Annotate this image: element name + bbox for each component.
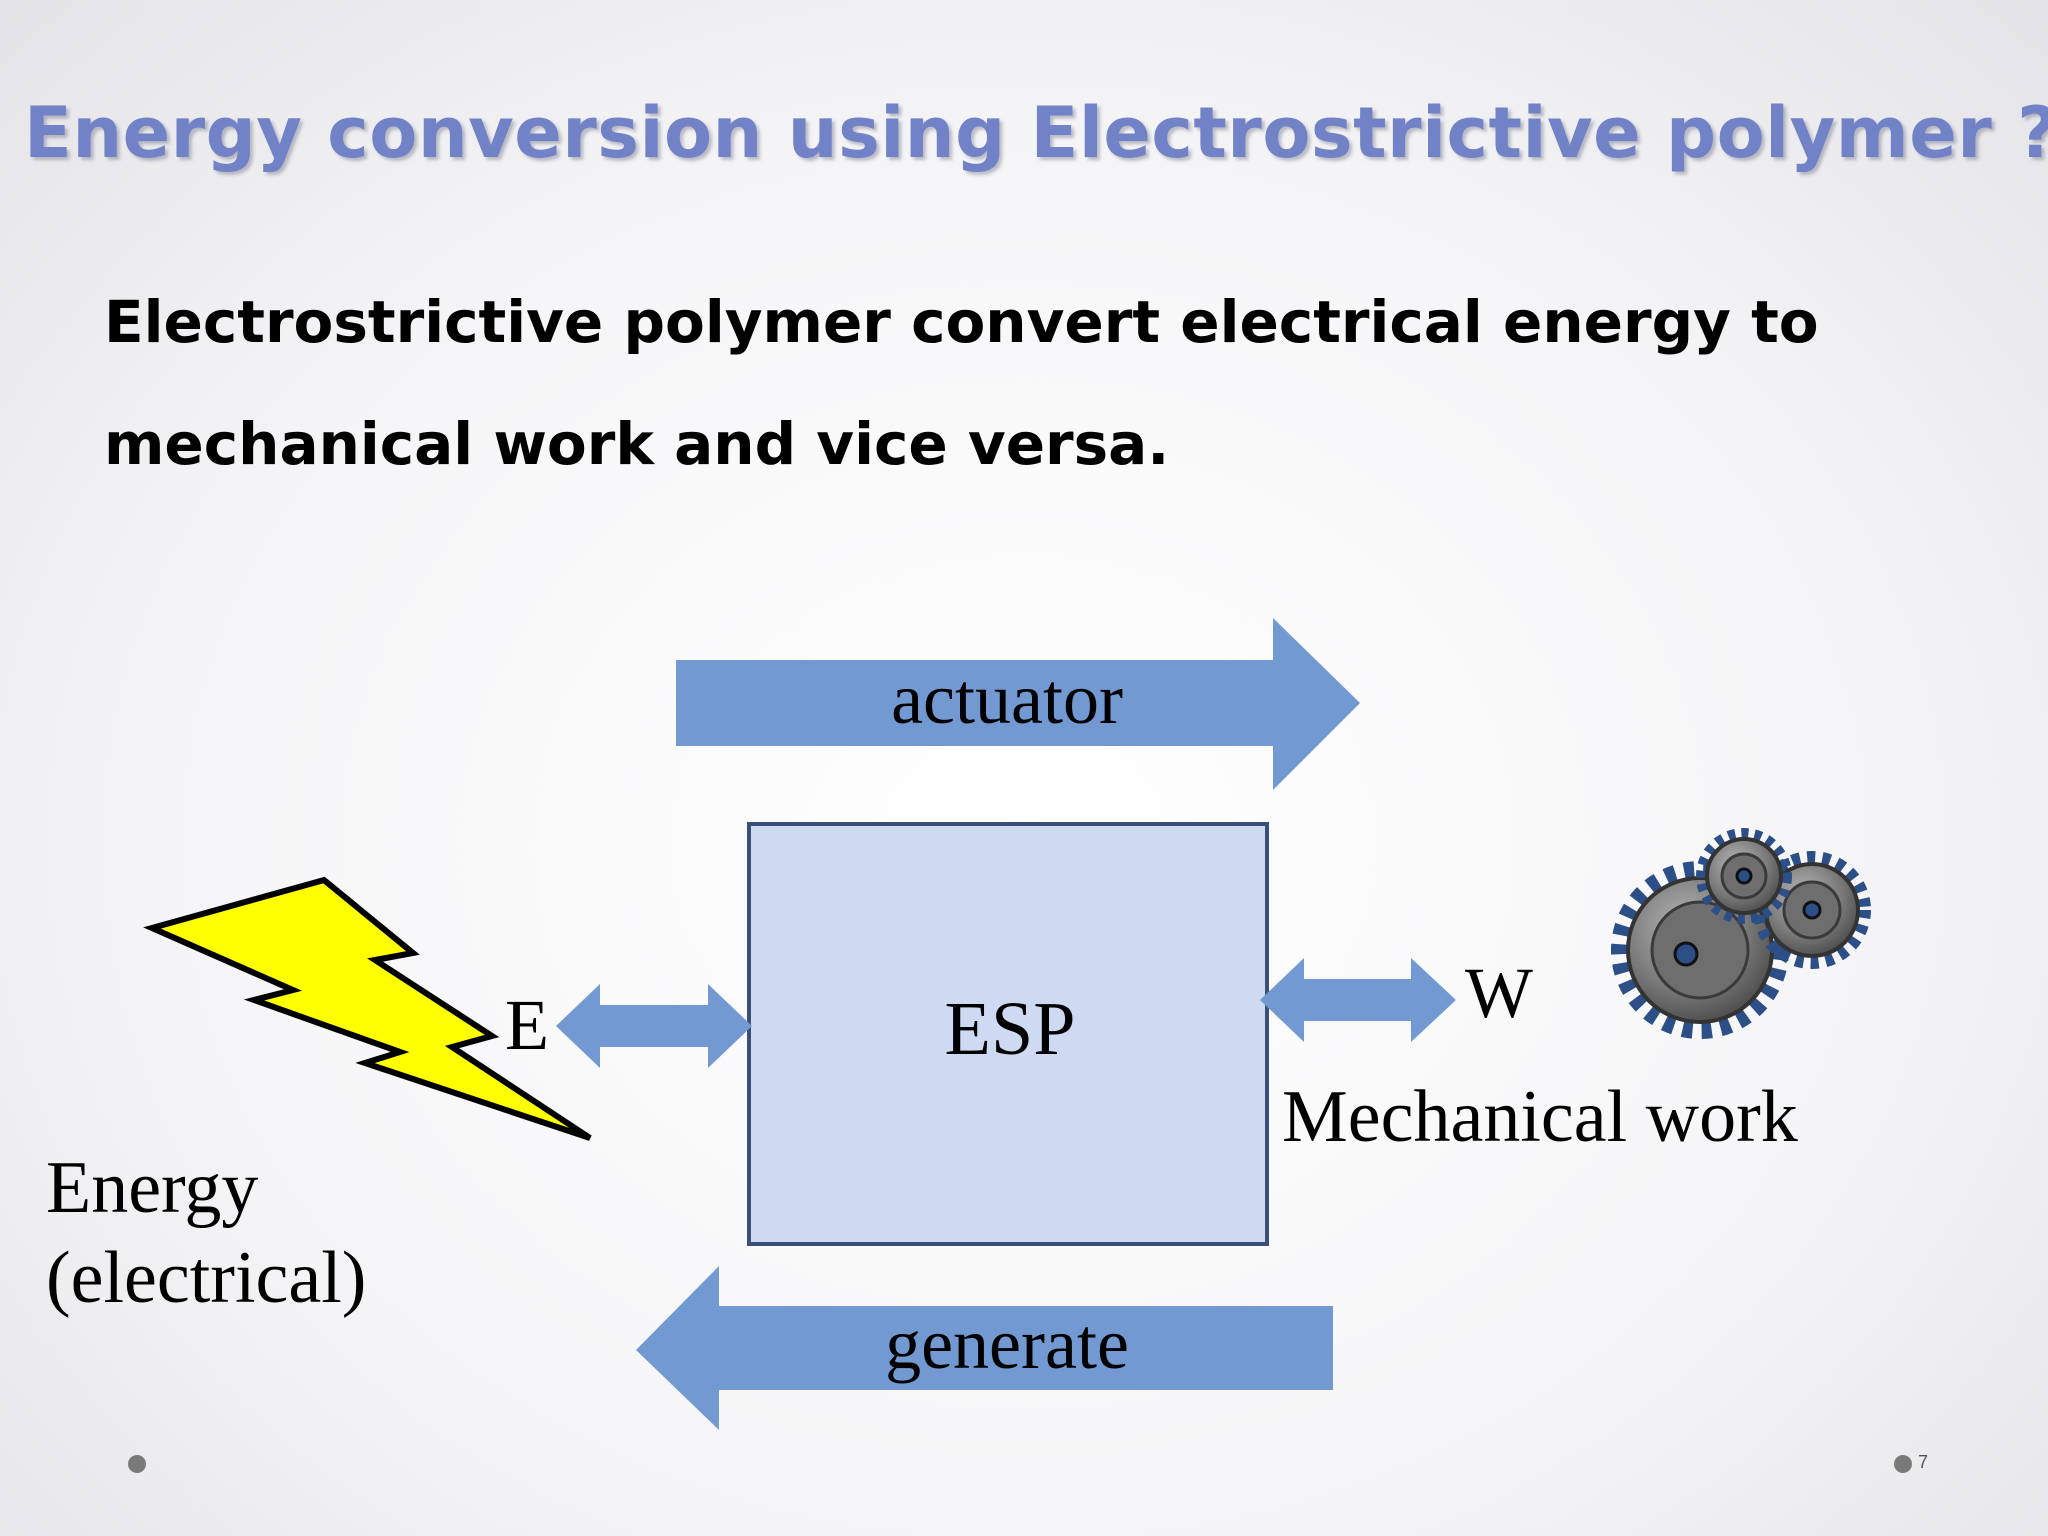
actuator-label: actuator — [891, 659, 1123, 739]
esp-box — [747, 822, 1269, 1246]
electrical-symbol-label: E — [505, 985, 549, 1065]
energy-caption-line-1: Energy — [46, 1147, 258, 1229]
actuator-arrow — [676, 618, 1360, 790]
mechanical-work-caption: Mechanical work — [1282, 1076, 1798, 1158]
generate-arrow — [636, 1266, 1333, 1430]
mechanical-double-arrow — [1260, 958, 1456, 1042]
body-text-line-1: Electrostrictive polymer convert electri… — [104, 288, 1819, 356]
slide-title: Energy conversion using Electrostrictive… — [24, 92, 2048, 174]
energy-caption-line-2: (electrical) — [46, 1237, 366, 1319]
footer-bullet-right — [1894, 1455, 1912, 1473]
esp-label: ESP — [945, 987, 1076, 1071]
mechanical-symbol-label: W — [1465, 953, 1533, 1033]
electrical-double-arrow — [556, 984, 752, 1068]
slide-number: 7 — [1918, 1452, 1929, 1472]
footer-bullet-left — [128, 1455, 146, 1473]
lightning-bolt-icon — [143, 876, 592, 1141]
generate-label: generate — [885, 1304, 1129, 1384]
gears-icon — [1611, 828, 1871, 1039]
body-text-line-2: mechanical work and vice versa. — [104, 410, 1170, 478]
